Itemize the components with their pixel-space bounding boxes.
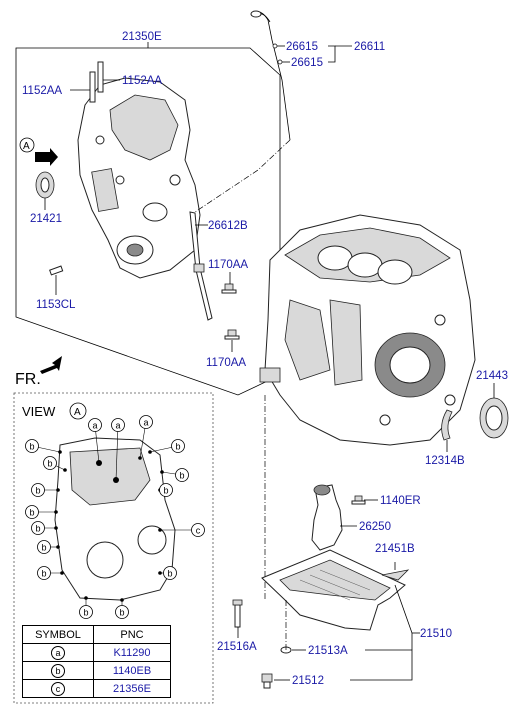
callout-b [25,505,39,519]
callout-letter-b: b [119,608,124,618]
oil-level-gauge-26611 [250,10,291,141]
label-26612B[interactable]: 26612B [208,220,248,232]
bolt-1170AA-bottom [224,329,240,340]
callout-b [175,468,189,482]
callout-b [37,566,51,580]
gauge-guide-tube-26612B [189,211,213,321]
label-12314B[interactable]: 12314B [425,455,465,467]
bolt-1140ER [351,495,366,505]
legend-pnc-K11290[interactable]: K11290 [93,643,171,662]
label-26250[interactable]: 26250 [359,521,391,533]
callout-letter-c: c [196,526,201,536]
callout-b [171,439,185,453]
label-21350E[interactable]: 21350E [122,31,162,43]
svg-text:A: A [23,141,30,152]
oil-baffle-21451B [381,569,410,581]
oil-seal-21421 [35,171,55,199]
view-a-title: VIEW [22,404,56,419]
view-a-cover-outline [54,437,176,601]
label-21513A[interactable]: 21513A [308,645,348,657]
callout-letter-b: b [83,608,88,618]
label-21512[interactable]: 21512 [292,675,324,687]
legend-symbol-a: a [51,645,65,660]
callout-letter-b: b [35,524,40,534]
front-label: FR. [15,371,41,388]
callout-b [115,605,129,619]
thrust-bearing-12314B [441,409,453,441]
label-21443[interactable]: 21443 [476,370,508,382]
callout-letter-b: b [41,543,46,553]
callout-letter-b: b [179,471,184,481]
callout-b [31,483,45,497]
view-a-letter: A [74,407,81,418]
callout-letter-b: b [167,569,172,579]
label-1153CL[interactable]: 1153CL [36,299,76,311]
callout-b [43,456,57,470]
callout-letter-b: b [41,569,46,579]
callout-b [25,439,39,453]
legend-header-pnc: PNC [93,625,171,644]
callout-letter-b: b [29,442,34,452]
label-1152AA-right[interactable]: 1152AA [122,75,162,87]
label-21516A[interactable]: 21516A [217,641,257,653]
legend-symbol-b: b [51,663,65,678]
view-a-box [13,392,214,704]
callout-a [88,418,102,432]
rear-oil-seal-21443 [479,397,509,439]
drain-plug-21512 [261,673,273,689]
callout-b [163,566,177,580]
label-21451B[interactable]: 21451B [375,543,415,555]
pnc-legend-table: SYMBOL PNC a K11290 b 1140EB c 21356E [22,625,171,698]
legend-row: b 1140EB [22,661,171,680]
label-1170AA-top[interactable]: 1170AA [208,259,248,271]
callout-letter-a: a [115,421,120,431]
legend-pnc-1140EB[interactable]: 1140EB [93,661,171,680]
legend-pnc-21356E[interactable]: 21356E [93,679,171,698]
label-26611[interactable]: 26611 [354,41,385,53]
callout-b [31,521,45,535]
callout-letter-a: a [143,418,148,428]
legend-header-symbol: SYMBOL [22,625,94,644]
legend-row: a K11290 [22,643,171,662]
callout-b [37,540,51,554]
label-21421[interactable]: 21421 [30,213,62,225]
callout-b [79,605,93,619]
stud-21516A [232,599,243,628]
callout-a [111,418,125,432]
label-1140ER[interactable]: 1140ER [380,495,421,507]
callout-letter-b: b [163,486,168,496]
label-21510[interactable]: 21510 [420,628,452,640]
callout-letter-b: b [29,508,34,518]
callout-letter-b: b [175,442,180,452]
label-1152AA-left[interactable]: 1152AA [22,85,62,97]
oil-strainer-26250 [311,484,343,551]
timing-cover-part [77,77,201,279]
callout-a [139,415,153,429]
label-26615-top[interactable]: 26615 [286,41,318,53]
stud-bolts [49,61,104,276]
callout-letter-a: a [92,421,97,431]
front-arrow-icon [40,356,62,374]
callout-c [191,523,205,537]
callout-letter-b: b [35,486,40,496]
label-1170AA-bottom[interactable]: 1170AA [206,357,246,369]
callout-b [159,483,173,497]
cylinder-block [259,214,476,446]
bolt-1170AA-top [221,283,237,294]
view-a-arrow-icon [35,148,58,166]
label-26615-bottom[interactable]: 26615 [291,57,323,69]
legend-symbol-c: c [51,681,65,696]
callout-letter-b: b [47,459,52,469]
oil-pan-21510 [261,549,406,631]
legend-row: c 21356E [22,679,171,698]
view-a-marker [19,137,35,153]
